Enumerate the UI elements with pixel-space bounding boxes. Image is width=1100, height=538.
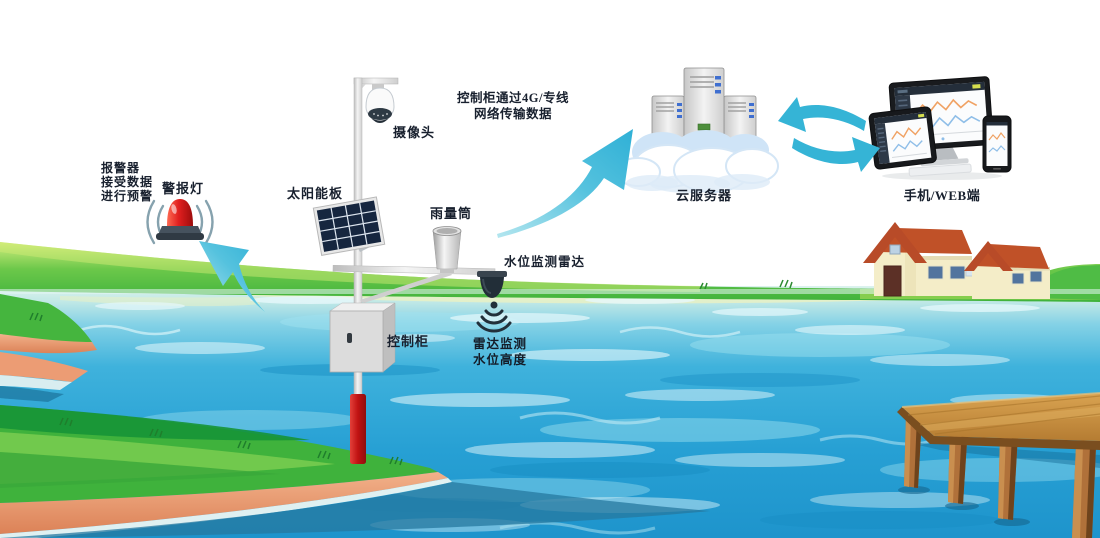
- radar-waves-icon: [476, 301, 512, 333]
- solar-panel-label: 太阳能板: [287, 186, 344, 201]
- house-left: [863, 222, 984, 297]
- camera-icon: [365, 84, 395, 123]
- solar-panel-icon: [312, 196, 386, 256]
- radar-note-line2: 水位高度: [472, 353, 527, 367]
- water-radar-label: 水位监测雷达: [504, 255, 586, 269]
- link-note-line2: 网络传输数据: [473, 107, 552, 121]
- rain-gauge-icon: [432, 226, 462, 273]
- house-right: [964, 241, 1050, 299]
- link-note-line1: 控制柜通过4G/专线: [457, 91, 569, 105]
- alarm-note-line1: 报警器: [101, 161, 141, 175]
- arrow-terminal-to-cloud: [792, 137, 880, 172]
- peninsula: [0, 405, 710, 538]
- tablet: [868, 106, 937, 170]
- alarm-note: 报警器 接受数据 进行预警: [101, 161, 153, 203]
- terminal-label: 手机/WEB端: [903, 188, 981, 203]
- station-red-post: [350, 394, 366, 464]
- camera-label: 摄像头: [393, 125, 436, 140]
- control-cabinet-icon: [329, 302, 396, 373]
- alarm-note-line2: 接受数据: [101, 175, 154, 189]
- dock-legs: [904, 414, 1096, 538]
- alarm-note-line3: 进行预警: [101, 189, 154, 203]
- cabinet-label: 控制柜: [387, 334, 430, 349]
- terminal-devices-icon: [868, 76, 1012, 180]
- radar-note: 雷达监测 水位高度: [468, 336, 532, 368]
- smartphone: [982, 115, 1012, 173]
- arrow-cloud-to-terminal: [778, 97, 866, 132]
- cloud-server-icon: [615, 67, 779, 193]
- arrow-station-to-cloud: [497, 129, 633, 238]
- left-shore-terraces: [0, 294, 97, 402]
- clouds: [615, 130, 779, 193]
- alarm-light-icon: [156, 199, 204, 240]
- rain-gauge-label: 雨量筒: [430, 206, 473, 221]
- arrow-station-to-alarm: [199, 241, 265, 312]
- radar-note-line1: 雷达监测: [472, 337, 527, 351]
- wooden-dock: [897, 392, 1100, 538]
- cloud-server-label: 云服务器: [675, 188, 732, 203]
- radar-sensor-icon: [477, 271, 507, 298]
- link-note: 控制柜通过4G/专线 网络传输数据: [452, 90, 574, 122]
- alarm-light-label: 警报灯: [162, 181, 205, 196]
